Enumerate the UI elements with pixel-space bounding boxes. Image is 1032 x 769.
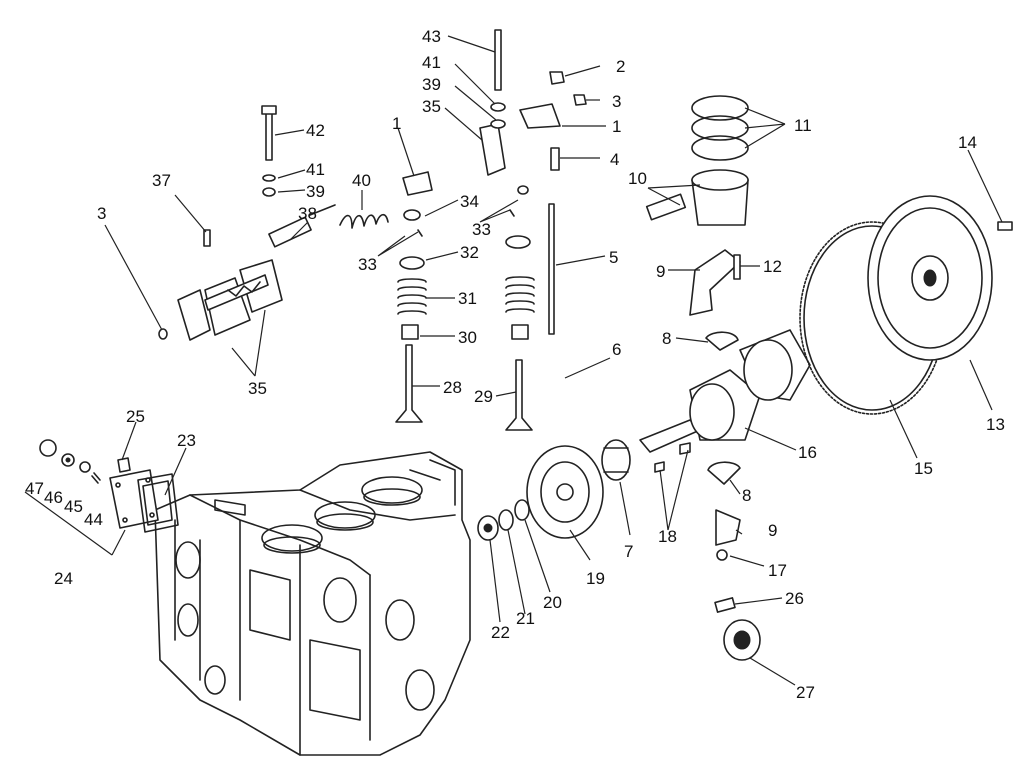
engine-block-illustration (154, 451, 471, 756)
part-label: 41 (422, 53, 441, 72)
part-label: 2 (616, 57, 626, 76)
part-label: 12 (763, 257, 782, 276)
part-label: 37 (152, 171, 171, 190)
part-label: 11 (794, 116, 812, 135)
part-label: 17 (768, 561, 787, 580)
part-label: 1 (612, 117, 622, 136)
part-label: 39 (306, 182, 325, 201)
part-label: 24 (54, 569, 73, 588)
part-label: 33 (358, 255, 377, 274)
part-label: 35 (422, 97, 441, 116)
part-label: 16 (798, 443, 817, 462)
part-label: 9 (768, 521, 778, 540)
part-label: 31 (458, 289, 477, 308)
part-label: 23 (177, 431, 196, 450)
part-label: 35 (248, 379, 267, 398)
part-label: 25 (126, 407, 145, 426)
bearing-illustration (714, 597, 761, 661)
part-label: 14 (958, 133, 977, 152)
side-cover-illustration (39, 439, 179, 533)
part-label: 15 (914, 459, 933, 478)
part-label: 22 (491, 623, 510, 642)
part-label: 29 (474, 387, 493, 406)
part-label: 1 (392, 114, 402, 133)
crankshaft-illustration (639, 329, 811, 473)
part-label: 6 (612, 340, 622, 359)
part-label: 44 (84, 510, 103, 529)
part-label: 46 (44, 488, 63, 507)
part-label: 39 (422, 75, 441, 94)
leader-lines (24, 35, 1003, 686)
part-label: 13 (986, 415, 1005, 434)
part-label: 9 (656, 262, 666, 281)
part-label: 4 (610, 150, 620, 169)
part-label: 18 (658, 527, 677, 546)
part-label: 32 (460, 243, 479, 262)
part-label: 42 (306, 121, 325, 140)
part-label: 3 (612, 92, 622, 111)
part-label: 8 (662, 329, 672, 348)
valve-train-illustration (395, 29, 587, 431)
flywheel-illustration (799, 195, 1013, 415)
part-label: 8 (742, 486, 752, 505)
part-label: 40 (352, 171, 371, 190)
part-label: 33 (472, 220, 491, 239)
part-label: 21 (516, 609, 535, 628)
part-label: 28 (443, 378, 462, 397)
part-label: 5 (609, 248, 619, 267)
part-label: 20 (543, 593, 562, 612)
part-label: 43 (422, 27, 441, 46)
part-label: 27 (796, 683, 815, 702)
part-label: 30 (458, 328, 477, 347)
part-label: 34 (460, 192, 479, 211)
rocker-arm-assembly-left (158, 105, 389, 341)
part-label: 3 (97, 204, 107, 223)
piston-illustration (645, 95, 749, 561)
part-label: 47 (25, 479, 44, 498)
pulley-gear-illustration (477, 439, 631, 541)
part-label: 38 (298, 204, 317, 223)
part-label: 7 (624, 542, 634, 561)
part-label: 19 (586, 569, 605, 588)
part-label: 26 (785, 589, 804, 608)
part-label: 41 (306, 160, 325, 179)
part-label: 45 (64, 497, 83, 516)
part-label: 10 (628, 169, 647, 188)
